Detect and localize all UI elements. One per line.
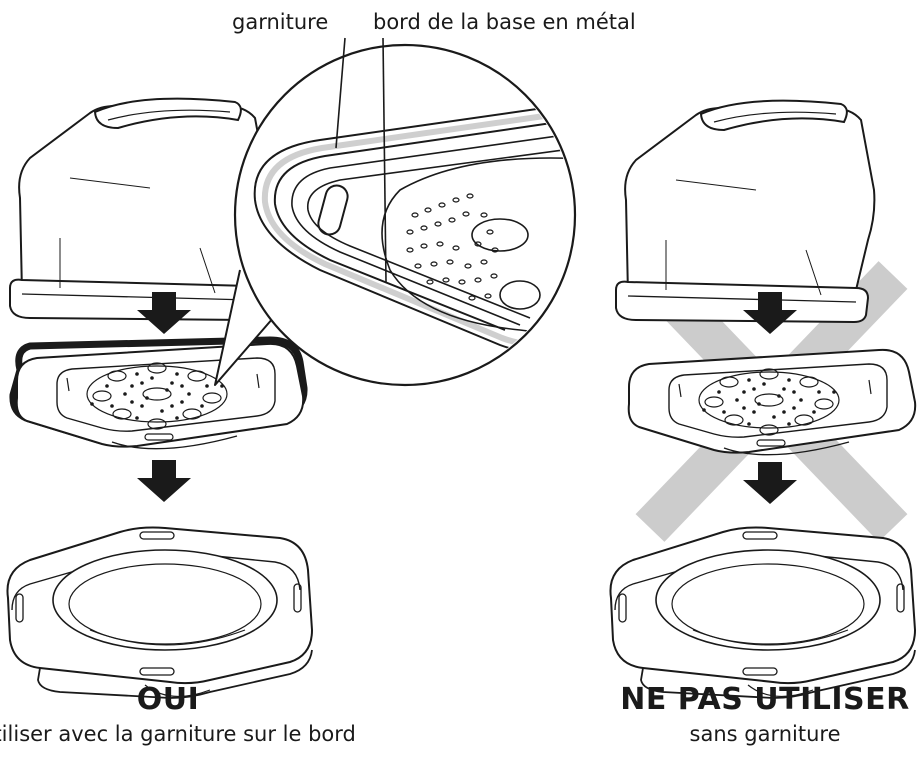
down-arrow-icon — [743, 462, 797, 504]
steamer-base-left — [6, 526, 313, 699]
steaming-basket-with-gasket — [9, 336, 308, 450]
steamer-lid-right — [615, 99, 876, 324]
yes-caption: utiliser avec la garniture sur le bord — [0, 722, 356, 746]
do-not-use-caption: sans garniture — [689, 722, 841, 746]
do-not-use-heading: NE PAS UTILISER — [620, 682, 910, 717]
garniture-label: garniture — [232, 10, 329, 34]
down-arrow-icon — [137, 460, 191, 502]
yes-heading: OUI — [136, 682, 200, 717]
steaming-basket-without-gasket — [627, 348, 917, 456]
garniture-leader-line — [335, 37, 346, 149]
gasket-magnified-view — [214, 37, 577, 387]
steamer-lid-left — [9, 97, 270, 322]
bord-leader-line — [382, 37, 387, 283]
steamer-base-right — [609, 526, 916, 699]
metal-base-edge-label: bord de la base en métal — [373, 10, 636, 34]
